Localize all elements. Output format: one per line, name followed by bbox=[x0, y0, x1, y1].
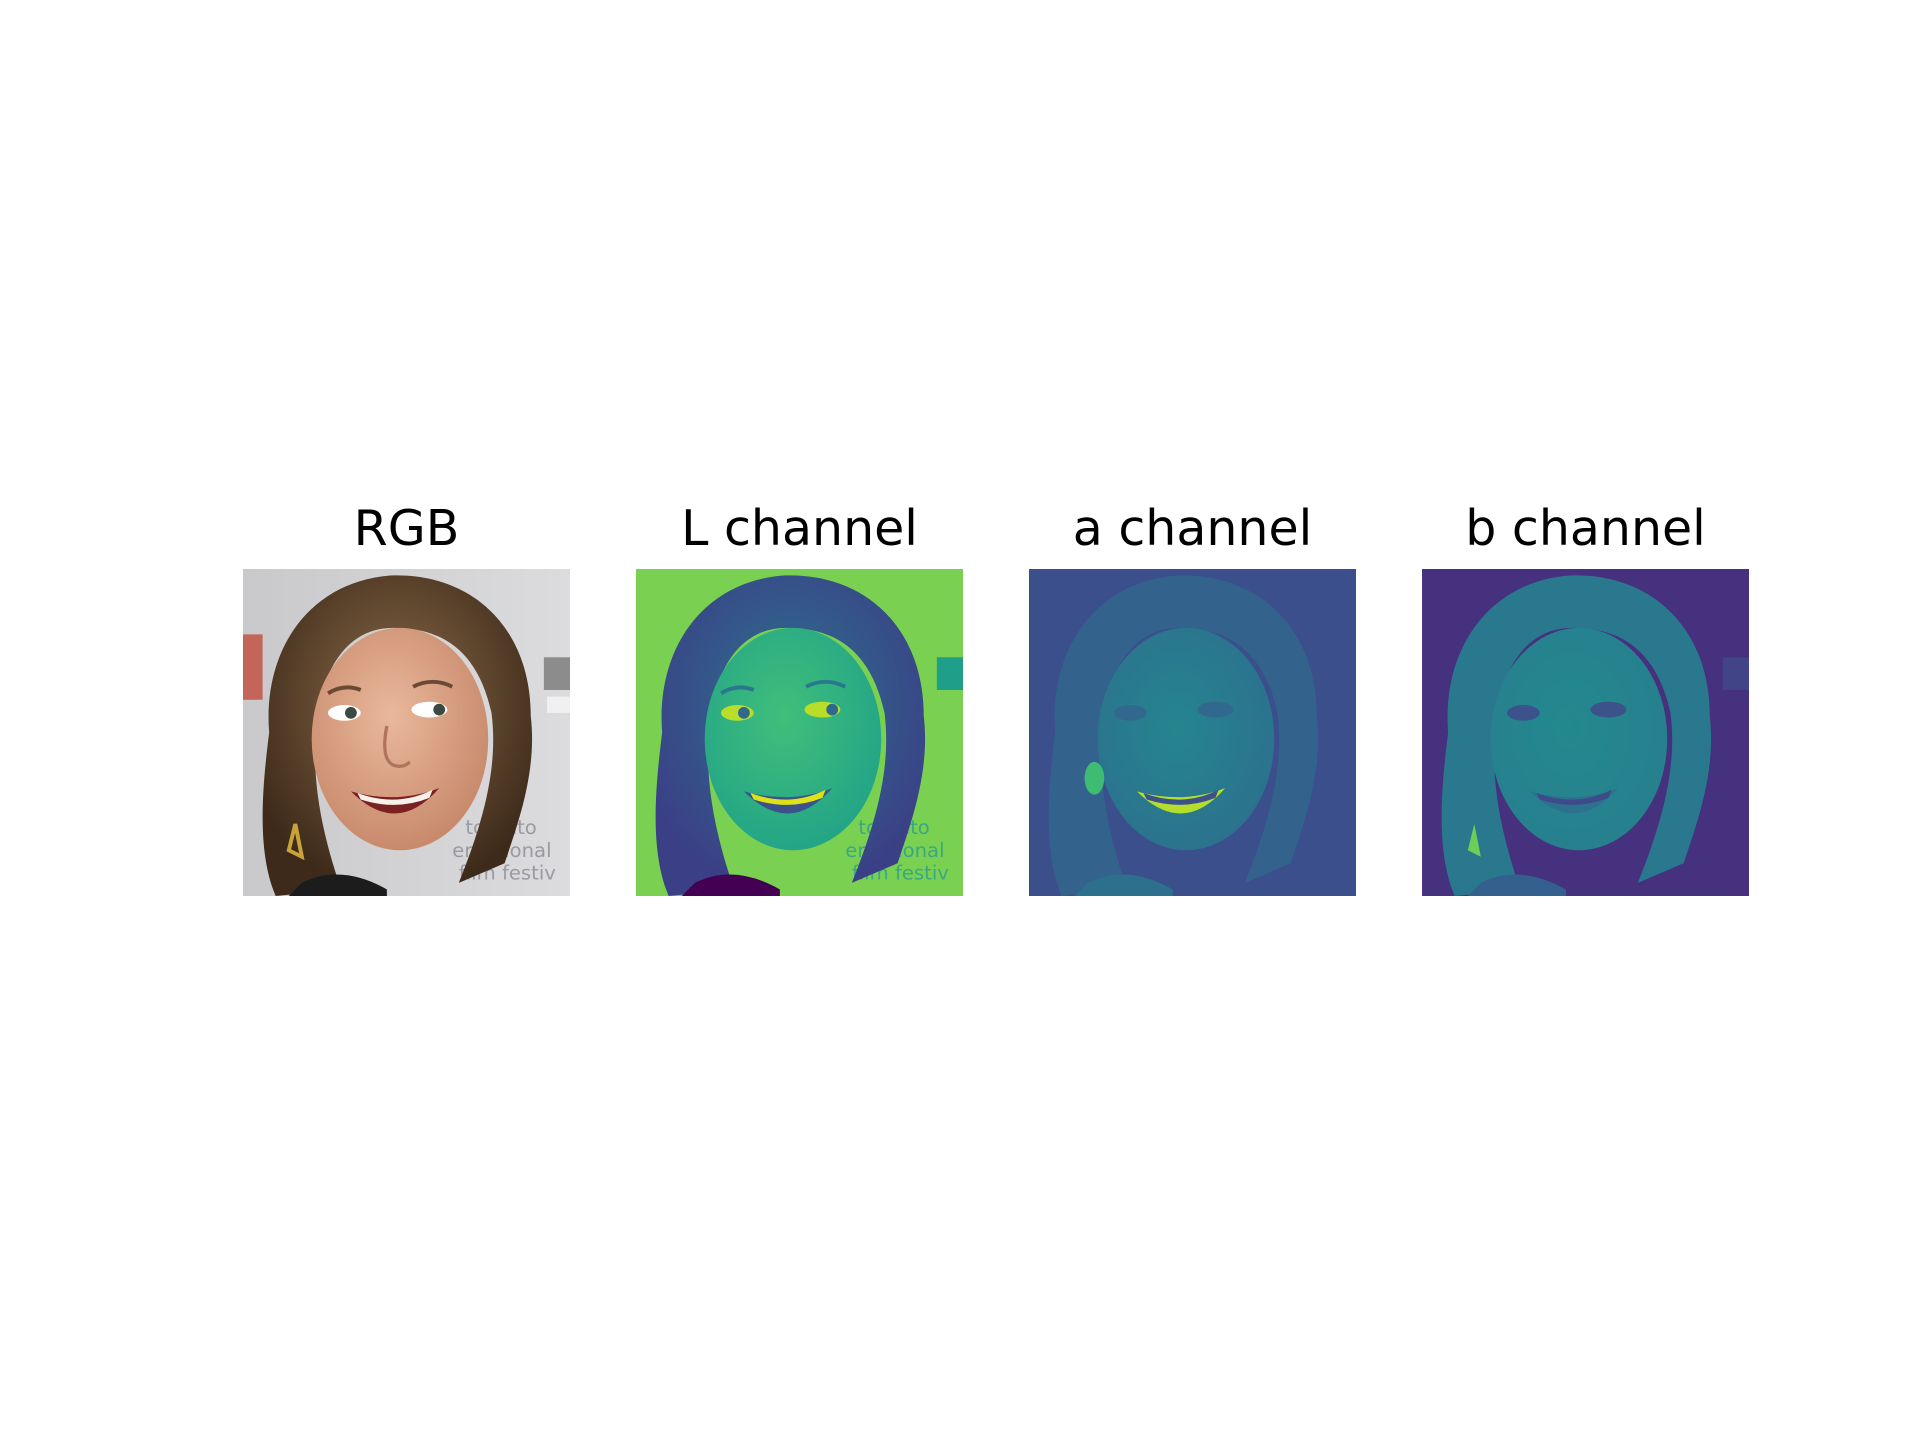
panel-title: a channel bbox=[1072, 500, 1313, 557]
b-channel-image bbox=[1422, 569, 1749, 896]
panel-title: RGB bbox=[353, 500, 460, 557]
rgb-portrait-image: toronto ernational film festiv bbox=[243, 569, 570, 896]
panel-title: b channel bbox=[1465, 500, 1706, 557]
a-channel-image bbox=[1029, 569, 1356, 896]
l-channel-image: toronto ernational film festiv bbox=[636, 569, 963, 896]
panel-title: L channel bbox=[681, 500, 918, 557]
